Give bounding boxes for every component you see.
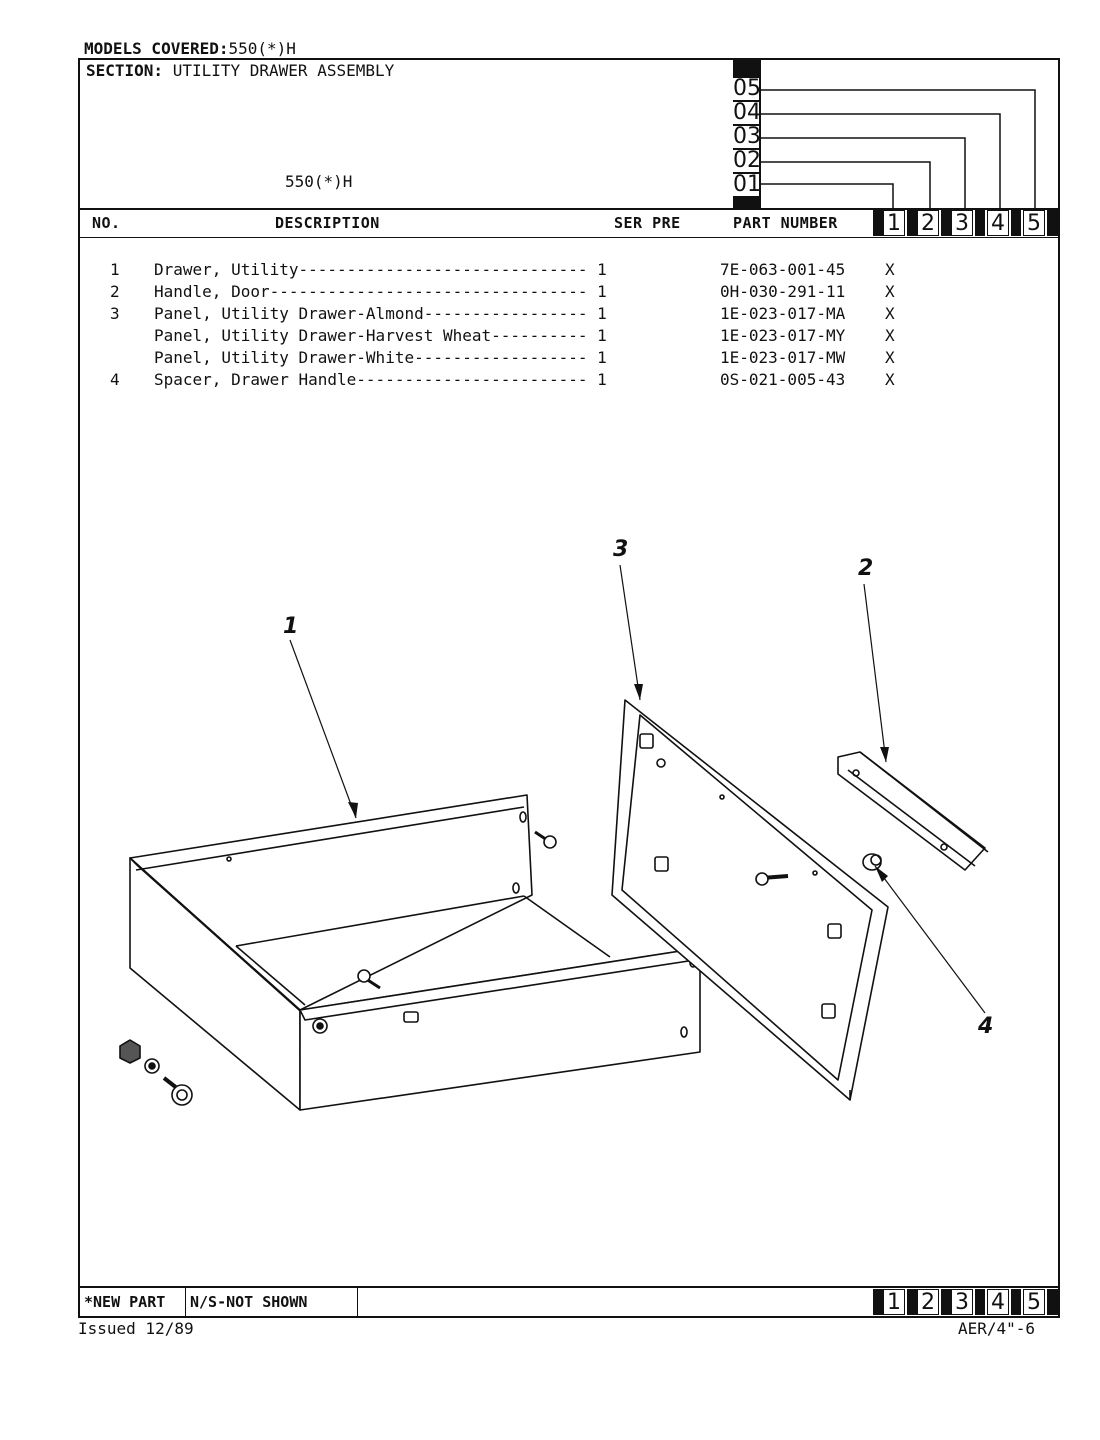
serial-code-leaders <box>759 89 1036 210</box>
model-box-spacer <box>941 1289 951 1315</box>
model-box-spacer <box>907 1289 917 1315</box>
drawer-utility-illustration <box>119 794 709 1111</box>
part-model-mark: X <box>885 348 895 367</box>
part-description: Panel, Utility Drawer-White-------------… <box>154 348 607 367</box>
part-no: 4 <box>110 370 120 389</box>
part-model-mark: X <box>885 304 895 323</box>
models-covered-value: 550(*)H <box>228 39 296 58</box>
model-col-1: 1 <box>883 210 905 236</box>
model-box-spacer <box>941 210 951 236</box>
section-value: UTILITY DRAWER ASSEMBLY <box>172 61 395 80</box>
section-label: SECTION: <box>86 61 164 80</box>
serial-code-02: 02 <box>733 148 761 173</box>
col-description: DESCRIPTION <box>275 214 380 232</box>
callout-4: 4 <box>978 1014 994 1039</box>
part-number: 0S-021-005-43 <box>720 370 846 389</box>
model-box-spacer <box>975 1289 985 1315</box>
footer-model-5: 5 <box>1023 1289 1045 1315</box>
callout-3-leader <box>619 564 641 701</box>
document-reference: AER/4"-6 <box>958 1319 1036 1338</box>
model-col-3: 3 <box>951 210 973 236</box>
serial-code-04: 04 <box>733 100 761 125</box>
footer-model-4: 4 <box>987 1289 1009 1315</box>
col-ser-pre: SER PRE <box>614 214 681 232</box>
model-box-spacer <box>1011 1289 1021 1315</box>
part-no: 3 <box>110 304 120 323</box>
part-number: 1E-023-017-MY <box>720 326 846 345</box>
part-number: 1E-023-017-MA <box>720 304 846 323</box>
part-number: 1E-023-017-MW <box>720 348 846 367</box>
model-box-spacer <box>873 210 883 236</box>
part-model-mark: X <box>885 326 895 345</box>
serial-code-05: 05 <box>733 76 761 101</box>
part-description: Panel, Utility Drawer-Almond------------… <box>154 304 607 323</box>
header-divider <box>78 208 1060 210</box>
part-description: Drawer, Utility-------------------------… <box>154 260 607 279</box>
model-box-spacer <box>907 210 917 236</box>
part-model-mark: X <box>885 282 895 301</box>
models-covered: MODELS COVERED:550(*)H <box>84 40 296 58</box>
model-col-2: 2 <box>917 210 939 236</box>
issued-date: Issued 12/89 <box>78 1319 194 1338</box>
callout-2: 2 <box>858 556 874 581</box>
serial-code-01: 01 <box>733 172 761 197</box>
footer-new-part: *NEW PART <box>80 1288 186 1316</box>
model-box-spacer <box>873 1289 883 1315</box>
part-description: Handle, Door----------------------------… <box>154 282 607 301</box>
callout-1-leader <box>289 639 357 819</box>
column-header-divider <box>78 237 1060 238</box>
col-part-number: PART NUMBER <box>733 214 838 232</box>
exploded-view-drawing <box>119 564 989 1111</box>
drawer-spacer-illustration <box>862 853 882 871</box>
callout-1: 1 <box>283 614 299 639</box>
drawer-panel-illustration <box>611 699 889 1101</box>
part-no: 2 <box>110 282 120 301</box>
part-model-mark: X <box>885 370 895 389</box>
footer-divider <box>78 1286 1060 1288</box>
part-description: Spacer, Drawer Handle-------------------… <box>154 370 607 389</box>
serial-code-03: 03 <box>733 124 761 149</box>
models-covered-label: MODELS COVERED: <box>84 39 229 58</box>
part-number: 7E-063-001-45 <box>720 260 846 279</box>
model-box-spacer <box>975 210 985 236</box>
footer-model-3: 3 <box>951 1289 973 1315</box>
part-no: 1 <box>110 260 120 279</box>
model-box-spacer <box>1011 210 1021 236</box>
footer-not-shown: N/S-NOT SHOWN <box>186 1288 358 1316</box>
model-box-spacer <box>1047 1289 1059 1315</box>
section-title: SECTION: UTILITY DRAWER ASSEMBLY <box>86 62 394 80</box>
callout-2-leader <box>863 583 887 763</box>
footer-model-1: 1 <box>883 1289 905 1315</box>
page-frame <box>78 58 1060 1318</box>
model-box-spacer <box>1047 210 1059 236</box>
part-number: 0H-030-291-11 <box>720 282 846 301</box>
model-center-label: 550(*)H <box>285 172 353 191</box>
footer-model-2: 2 <box>917 1289 939 1315</box>
model-col-4: 4 <box>987 210 1009 236</box>
part-description: Panel, Utility Drawer-Harvest Wheat-----… <box>154 326 607 345</box>
callout-3: 3 <box>613 537 629 562</box>
model-col-5: 5 <box>1023 210 1045 236</box>
col-no: NO. <box>92 214 121 232</box>
door-handle-illustration <box>837 751 989 871</box>
part-model-mark: X <box>885 260 895 279</box>
callout-4-leader <box>874 865 986 1014</box>
